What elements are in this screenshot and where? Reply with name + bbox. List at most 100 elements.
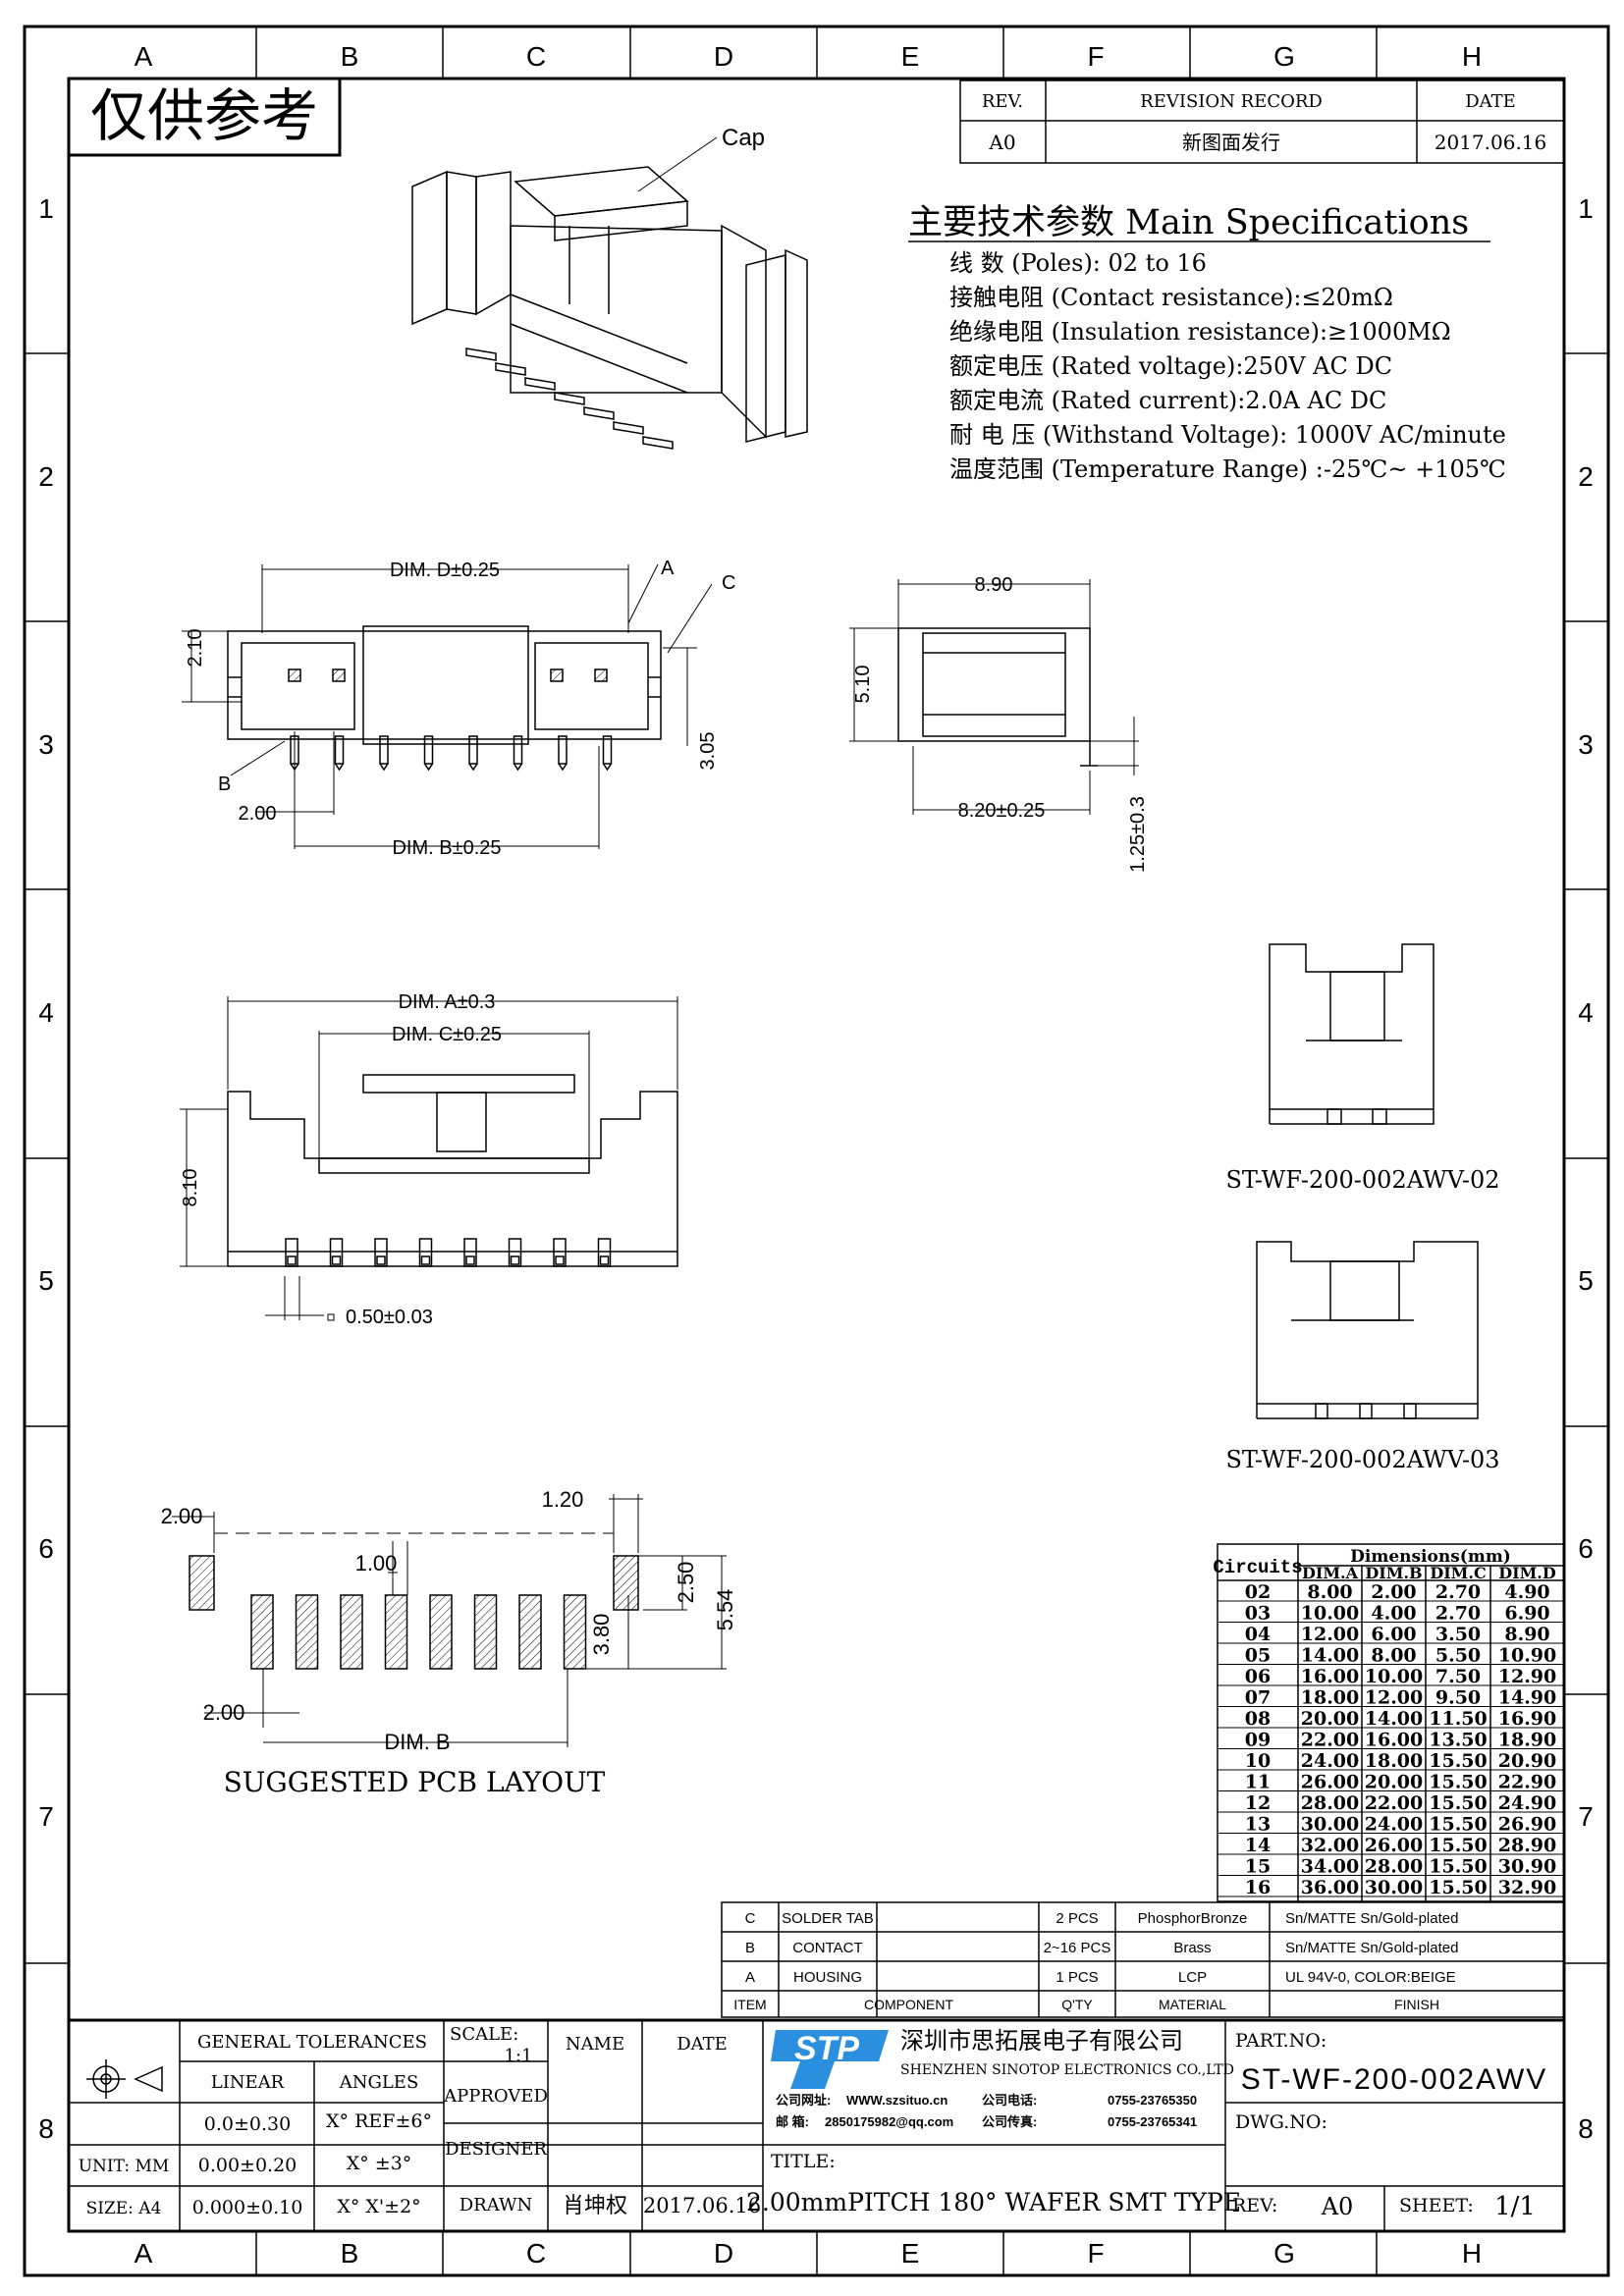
circuit-count: 06: [1245, 1666, 1271, 1687]
dim-value: 8.00: [1371, 1645, 1416, 1667]
variant-view-02: [1269, 943, 1435, 1125]
dim-value: 22.00: [1301, 1730, 1360, 1751]
cap-label: Cap: [722, 125, 765, 151]
callout-c: C: [722, 572, 735, 594]
unit-label: UNIT: MM: [79, 2157, 170, 2176]
grid-column-label: H: [1462, 2238, 1482, 2269]
dim-value: 15.50: [1429, 1877, 1488, 1898]
dim-column-header: DIM.C: [1430, 1564, 1486, 1582]
isometric-view: [411, 136, 808, 450]
phone-label: 公司电话:: [982, 2093, 1037, 2108]
bom-header: Q'TY: [1061, 1997, 1093, 2012]
dim-value: 10.00: [1365, 1666, 1424, 1687]
dim-value: 28.00: [1365, 1856, 1424, 1878]
dim-value: 8.90: [1504, 1624, 1549, 1645]
email: 2850175982@qq.com: [825, 2114, 953, 2129]
tol-angle-3: X° X'±2°: [337, 2196, 420, 2217]
website-label: 公司网址:: [776, 2093, 831, 2108]
pcb-dim-2-00-top: 2.00: [161, 1504, 203, 1528]
grid-row-label: 6: [1578, 1533, 1594, 1564]
bom-cell: 1 PCS: [1056, 1969, 1098, 1986]
dim-value: 5.50: [1435, 1645, 1481, 1667]
grid-column-label: E: [901, 41, 920, 72]
dim-value: 3.50: [1435, 1624, 1481, 1645]
dim-value: 15.50: [1429, 1835, 1488, 1856]
linear-label: LINEAR: [211, 2072, 285, 2093]
angles-label: ANGLES: [339, 2072, 419, 2093]
revision-table: REV. REVISION RECORD DATE A0 新图面发行 2017.…: [959, 80, 1565, 164]
bom-cell: UL 94V-0, COLOR:BEIGE: [1285, 1969, 1456, 1986]
dim-value: 26.00: [1301, 1772, 1360, 1793]
general-tolerances: GENERAL TOLERANCES: [197, 2032, 427, 2053]
callout-b: B: [218, 774, 231, 795]
grid-row-label: 6: [38, 1533, 54, 1564]
grid-row-label: 4: [38, 997, 54, 1028]
dim-value: 16.00: [1301, 1666, 1360, 1687]
sheet-value: 1/1: [1494, 2192, 1536, 2221]
top-view: DIM. D±0.25 A C B 2.10 3.05 2.00 DIM. B±…: [182, 558, 735, 859]
circuit-count: 16: [1245, 1877, 1271, 1898]
spec-line: 耐 电 压 (Withstand Voltage): 1000V AC/minu…: [949, 421, 1506, 449]
rev-value: A0: [1321, 2193, 1354, 2220]
grid-column-label: F: [1087, 41, 1104, 72]
stamp-text: 仅供参考: [90, 84, 318, 148]
sheet-label: SHEET:: [1399, 2195, 1474, 2216]
revision-date: 2017.06.16: [1435, 131, 1547, 154]
grid-column-label: G: [1273, 2238, 1295, 2269]
dim-value: 15.50: [1429, 1750, 1488, 1772]
variant-02-label: ST-WF-200-002AWV-02: [1225, 1166, 1499, 1194]
dim-value: 20.00: [1301, 1708, 1360, 1730]
grid-row-label: 4: [1578, 997, 1594, 1028]
pcb-dim-3-80: 3.80: [589, 1614, 614, 1656]
dim-1-25: 1.25±0.3: [1127, 796, 1149, 873]
spec-line: 温度范围 (Temperature Range) :-25℃~ +105℃: [949, 455, 1506, 483]
circuit-count: 15: [1245, 1856, 1271, 1878]
grid-column-label: A: [135, 41, 153, 72]
phone: 0755-23765350: [1108, 2093, 1197, 2108]
spec-line: 额定电流 (Rated current):2.0A AC DC: [949, 387, 1386, 414]
dim-value: 7.50: [1435, 1666, 1481, 1687]
revision-description: 新图面发行: [1182, 131, 1280, 154]
bom-cell: HOUSING: [793, 1969, 862, 1986]
dim-value: 10.90: [1498, 1645, 1557, 1667]
dimensions-header: Dimensions(mm): [1350, 1547, 1511, 1567]
dim-value: 8.00: [1307, 1581, 1352, 1603]
grid-row-label: 7: [1578, 1801, 1594, 1832]
approved-label: APPROVED: [443, 2086, 548, 2107]
dim-value: 12.00: [1365, 1687, 1424, 1709]
grid-row-label: 1: [38, 193, 54, 224]
grid-column-label: D: [714, 41, 733, 72]
dim-value: 28.00: [1301, 1792, 1360, 1814]
grid-row-label: 3: [1578, 729, 1594, 760]
drawn-date: 2017.06.16: [643, 2194, 761, 2217]
title-label: TITLE:: [771, 2151, 836, 2172]
specs-title: 主要技术参数 Main Specifications: [908, 203, 1469, 242]
drawn-label: DRAWN: [460, 2195, 533, 2216]
fax-label: 公司传真:: [982, 2114, 1037, 2129]
dim-value: 15.50: [1429, 1792, 1488, 1814]
reference-only-stamp: 仅供参考: [67, 77, 342, 157]
company-name-cn: 深圳市思拓展电子有限公司: [900, 2028, 1183, 2055]
bom-cell: C: [745, 1910, 756, 1927]
pcb-layout-title: SUGGESTED PCB LAYOUT: [224, 1766, 606, 1798]
dim-value: 4.00: [1371, 1603, 1416, 1625]
grid-row-label: 3: [38, 729, 54, 760]
drawing-title: 2.00mmPITCH 180° WAFER SMT TYPE: [746, 2188, 1241, 2216]
grid-column-label: G: [1273, 41, 1295, 72]
bom-cell: A: [745, 1969, 755, 1986]
dim-value: 30.00: [1365, 1877, 1424, 1898]
email-label: 邮 箱:: [776, 2114, 809, 2129]
dim-value: 18.90: [1498, 1730, 1557, 1751]
title-block: GENERAL TOLERANCES LINEAR ANGLES 0.0±0.3…: [69, 2018, 1564, 2231]
dim-value: 18.00: [1301, 1687, 1360, 1709]
dim-value: 20.00: [1365, 1772, 1424, 1793]
dim-value: 6.90: [1504, 1603, 1549, 1625]
dim-b-label: DIM. B±0.25: [392, 837, 501, 859]
dim-3-05: 3.05: [697, 732, 719, 771]
drawn-by-name: 肖坤权: [563, 2193, 627, 2217]
dim-value: 24.00: [1365, 1814, 1424, 1836]
